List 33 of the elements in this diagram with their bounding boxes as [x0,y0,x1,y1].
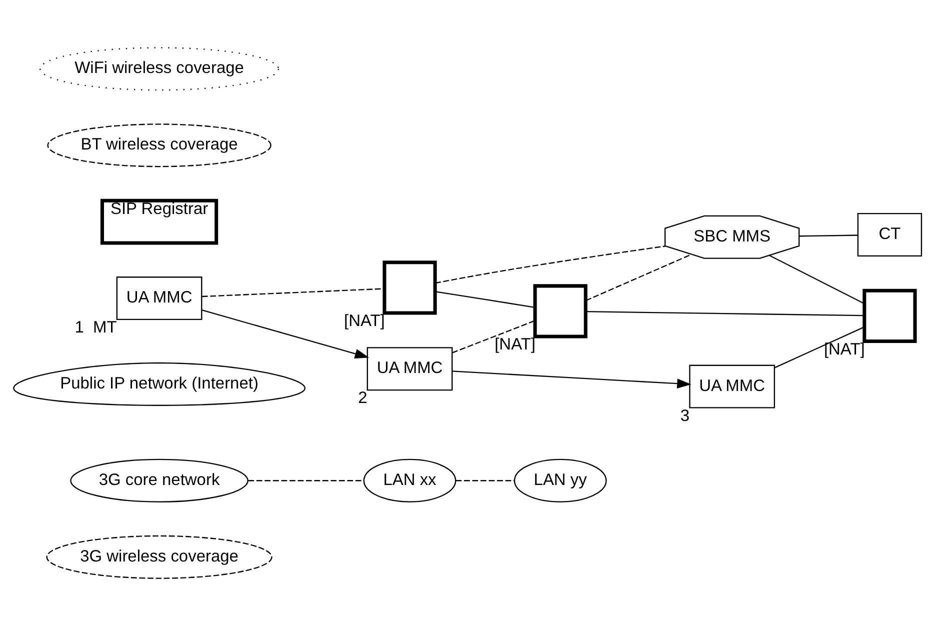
node-box: CT [857,213,922,257]
arrow [452,370,692,388]
connector [774,326,864,368]
node-ellipse: BT wireless coverage [47,124,272,168]
node-box: UA MMC [366,347,453,391]
node-label: [NAT] [824,340,865,358]
connector [456,480,514,482]
connector [586,311,864,316]
connector [452,320,535,354]
node-box [533,284,588,338]
node-label: [NAT] [494,336,536,354]
node-ellipse: LAN yy [514,458,607,502]
node-label: 2 [358,389,368,408]
node-ellipse: LAN xx [363,458,456,502]
connector [248,480,364,482]
node-label: 1 MT [74,318,117,337]
node-box [862,288,917,343]
node-ellipse: 3G core network [70,458,248,502]
arrow [202,310,370,359]
connector [769,254,865,304]
connector [799,234,858,237]
node-box [382,260,437,315]
node-ellipse: WiFi wireless coverage [40,47,280,91]
node-box: UA MMC [689,364,776,408]
node-box: SIP Registrar [100,198,218,245]
connector [586,254,692,302]
node-label: [NAT] [344,312,385,330]
node-box: UA MMC [116,276,202,320]
connector [202,288,384,298]
node-label: 3 [680,406,690,425]
connector [435,246,666,284]
node-ellipse: 3G wireless coverage [46,535,272,579]
connector [434,290,536,308]
